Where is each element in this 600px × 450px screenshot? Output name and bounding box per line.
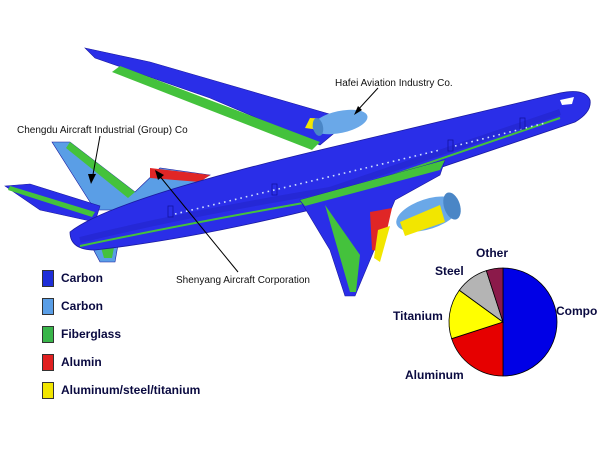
pie-slice-other [485,267,504,323]
upper-engine [312,109,368,136]
legend-label: Carbon [61,299,103,313]
legend-swatch [42,297,54,315]
pie-label-aluminum: Aluminum [405,368,464,382]
legend-label: Alumin [61,355,102,369]
legend-label: Aluminum/steel/titanium [61,383,201,397]
legend-swatch [42,353,54,371]
legend-swatch [42,325,54,343]
shenyang-leader-line [157,173,239,273]
lower-engine [396,192,461,236]
fuselage [69,91,591,251]
pie-slice-titanium [448,289,504,340]
pie-label-titanium: Titanium [393,309,443,323]
pie-label-compo: Compo [556,304,598,318]
pie-slice-aluminum [451,321,504,377]
legend-label: Fiberglass [61,327,122,341]
legend-swatch [42,381,54,399]
legend-item: Alumin [42,348,200,376]
legend-swatch [42,269,54,287]
pie-label-steel: Steel [435,264,464,278]
legend-item: Aluminum/steel/titanium [42,376,200,404]
legend-label: Carbon [61,271,103,285]
lower-wing [299,159,446,297]
materials-pie-chart [448,267,558,377]
chengdu-arrowhead [88,174,96,184]
hafei-arrowhead [354,106,362,115]
pie-slice-compo [502,267,558,377]
material-legend: Carbon Carbon Fiberglass Alumin Aluminum… [42,264,200,404]
shenyang-label: Shenyang Aircraft Corporation [176,275,310,286]
shenyang-arrowhead [155,170,164,180]
legend-item: Carbon [42,264,200,292]
legend-item: Carbon [42,292,200,320]
chengdu-label: Chengdu Aircraft Industrial (Group) Co [17,125,188,136]
pie-label-other: Other [476,246,509,260]
hafei-label: Hafei Aviation Industry Co. [335,78,453,89]
legend-item: Fiberglass [42,320,200,348]
chengdu-leader-line [91,135,101,181]
